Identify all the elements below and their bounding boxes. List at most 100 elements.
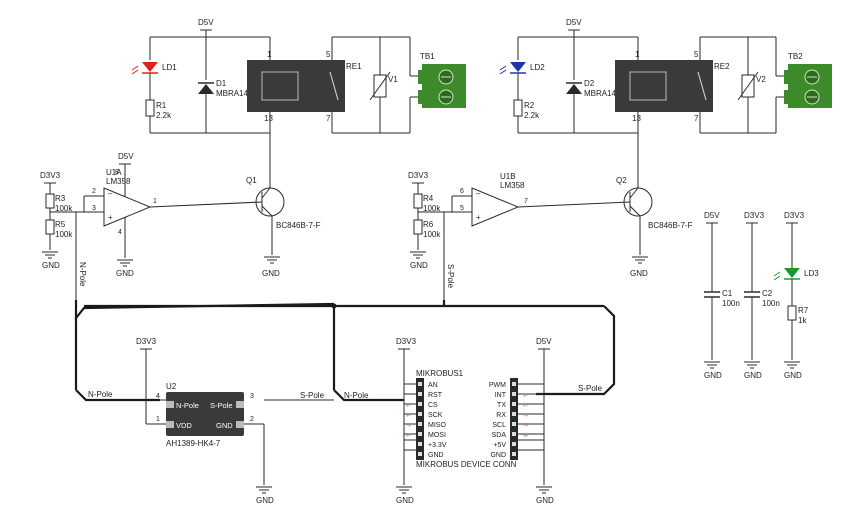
u2-gnd: GND	[256, 496, 274, 505]
svg-text:–: –	[108, 189, 113, 198]
q1-label: Q1	[246, 176, 257, 185]
u1a-part: LM358	[106, 177, 131, 186]
mikrobus-right-pin-dot	[512, 382, 516, 386]
net-npole-left: N-Pole	[88, 390, 113, 399]
c2-label: C2	[762, 289, 773, 298]
r4-label: R4	[423, 194, 434, 203]
mikrobus-right-pin-dot	[512, 422, 516, 426]
r5-value: 100k	[55, 230, 73, 239]
mikrobus-left-pin-label: MISO	[428, 422, 446, 429]
svg-text:–: –	[476, 189, 481, 198]
relay1-pin13: 13	[264, 114, 273, 123]
r6-gnd: GND	[410, 261, 428, 270]
led-1-label: LD1	[162, 63, 177, 72]
c1-rail: D5V	[704, 211, 720, 220]
mb-ref: MIKROBUS1	[416, 369, 464, 378]
signal-arrow-icon: ←	[405, 402, 412, 409]
svg-text:+: +	[108, 213, 113, 222]
mikrobus-connector: D3V3 D5V MIKROBUS1 MIKROBUS DEVICE CONN …	[395, 337, 554, 505]
mikrobus-right-pin-label: +5V	[493, 442, 506, 449]
net-spole-vertical: S-Pole	[446, 264, 455, 289]
d2-label: D2	[584, 79, 595, 88]
mikrobus-right-pin-label: INT	[495, 392, 507, 399]
mikrobus-right-pin-dot	[512, 452, 516, 456]
tb2-label: TB2	[788, 52, 803, 61]
q1-gnd: GND	[262, 269, 280, 278]
mikrobus-left-pin-label: AN	[428, 382, 438, 389]
u1a-pin-in-pos: 3	[92, 205, 96, 212]
net-spole-bus: S-Pole	[578, 384, 603, 393]
resistor-r3	[45, 193, 55, 209]
c1-label: C1	[722, 289, 733, 298]
led-2-label: LD2	[530, 63, 545, 72]
mikrobus-right-pin-label: GND	[490, 452, 506, 459]
c2-gnd: GND	[744, 371, 762, 380]
relay2-pin7: 7	[694, 114, 699, 123]
signal-arrow-icon: ←	[405, 432, 412, 439]
resistor-r2	[513, 99, 523, 117]
svg-text:+: +	[476, 213, 481, 222]
resistor-r1	[145, 99, 155, 117]
mikrobus-right-pin-label: RX	[496, 412, 506, 419]
mikrobus-left-pin-label: +3.3V	[428, 442, 447, 449]
mikrobus-left-pin-dot	[418, 392, 422, 396]
signal-arrow-icon: ↔	[522, 432, 529, 439]
u2-pin-num-2: 2	[250, 416, 254, 423]
diode-d1	[198, 82, 214, 94]
mikrobus-left-pin-label: RST	[428, 392, 443, 399]
mikrobus-right-pin-dot	[512, 402, 516, 406]
u1b-part: LM358	[500, 181, 525, 190]
mikrobus-left-pin-dot	[418, 442, 422, 446]
u1b-pin-in-pos: 5	[460, 205, 464, 212]
mb-gnd-left: GND	[396, 496, 414, 505]
mikrobus-left-pin-dot	[418, 412, 422, 416]
signal-arrow-icon: ←	[522, 402, 529, 409]
relay1-pin5: 5	[326, 50, 331, 59]
channel-1: D5V LD1 R1 2.2k D1 MBRA140T3G	[40, 18, 466, 300]
q1-part: BC846B-7-F	[276, 221, 321, 230]
u1b-label: U1B	[500, 172, 516, 181]
signal-arrow-icon: →	[522, 412, 529, 419]
mikrobus-right-pin-label: SCL	[492, 422, 506, 429]
d2-part: MBRA140T3G	[584, 89, 636, 98]
c2-rail: D3V3	[744, 211, 765, 220]
r1-label: R1	[156, 101, 167, 110]
q2-part: BC846B-7-F	[648, 221, 693, 230]
net-npole-bus: N-Pole	[344, 391, 369, 400]
r2-label: R2	[524, 101, 535, 110]
u1a-pin-gnd: 4	[118, 229, 122, 236]
mikrobus-left-pin-dot	[418, 452, 422, 456]
mikrobus-left-pin-label: MOSI	[428, 432, 446, 439]
u2-pin-gnd: GND	[216, 421, 233, 430]
d5v-label-2: D5V	[566, 18, 582, 27]
r4-rail: D3V3	[408, 171, 429, 180]
mikrobus-left-pin-label: SCK	[428, 412, 443, 419]
r5-label: R5	[55, 220, 66, 229]
u2-pin-num-4: 4	[156, 393, 160, 400]
led-1	[131, 62, 158, 75]
signal-arrow-icon: ←	[522, 392, 529, 399]
ld3-rail: D3V3	[784, 211, 805, 220]
resistor-r7	[787, 305, 797, 321]
opamp-u1a	[103, 187, 152, 227]
q2-gnd: GND	[630, 269, 648, 278]
u2-rail: D3V3	[136, 337, 157, 346]
d1-part: MBRA140T3G	[216, 89, 268, 98]
signal-arrow-icon: ←	[405, 412, 412, 419]
relay2-pin13: 13	[632, 114, 641, 123]
terminal-tb2	[784, 64, 832, 108]
resistor-r4	[413, 193, 423, 209]
mikrobus-left-pin-dot	[418, 422, 422, 426]
decoupling-section: D5V C1 100n GND D3V3 C2 100n GND D3V3 LD…	[703, 211, 819, 380]
q2-label: Q2	[616, 176, 627, 185]
u2-pin-num-1: 1	[156, 416, 160, 423]
mb-rail-5v: D5V	[536, 337, 552, 346]
r6-value: 100k	[423, 230, 441, 239]
mikrobus-right-pin-label: TX	[497, 402, 506, 409]
net-spole-hall: S-Pole	[300, 391, 325, 400]
mikrobus-left-pin-dot	[418, 402, 422, 406]
r7-label: R7	[798, 306, 809, 315]
mikrobus-left-pin-label: CS	[428, 402, 438, 409]
resistor-r6	[413, 219, 423, 235]
r1-value: 2.2k	[156, 111, 172, 120]
